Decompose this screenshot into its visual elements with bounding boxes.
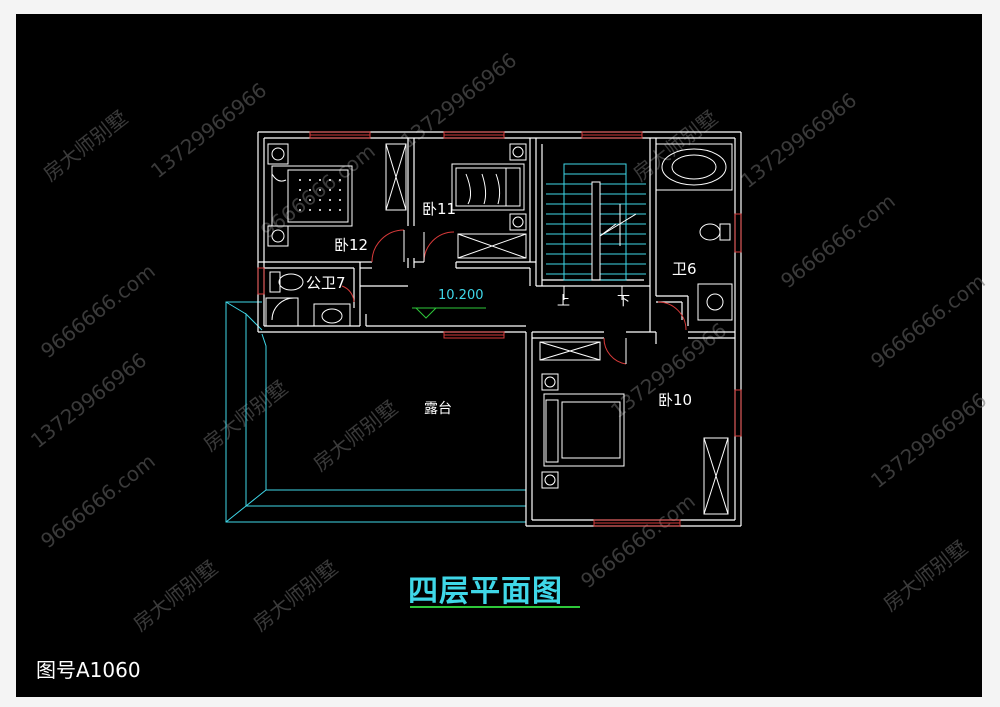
room-label-bedroom-11: 卧11 xyxy=(422,200,457,218)
bedroom-10-furniture xyxy=(539,341,729,515)
bedroom-11-furniture xyxy=(451,143,527,259)
title-underline xyxy=(410,606,580,608)
floor-plan-drawing xyxy=(225,131,742,527)
bath-7-fixtures xyxy=(265,271,351,327)
room-label-terrace: 露台 xyxy=(424,401,452,417)
drawing-code: 图号A1060 xyxy=(36,658,141,682)
room-label-bath-6: 卫6 xyxy=(672,260,697,278)
stair-up-label: 上 xyxy=(557,294,571,309)
room-label-public-bath-7: 公卫7 xyxy=(306,274,346,292)
drawing-title: 四层平面图 xyxy=(408,574,563,609)
bedroom-12-furniture xyxy=(267,143,407,247)
doors xyxy=(341,229,687,365)
stairs xyxy=(546,163,646,281)
bath-6-fixtures xyxy=(655,143,733,321)
bed-dots xyxy=(299,179,341,211)
room-label-bedroom-12: 卧12 xyxy=(334,236,369,254)
room-label-bedroom-10: 卧10 xyxy=(658,391,693,409)
windows xyxy=(257,131,742,527)
elevation-marker xyxy=(412,307,486,319)
terrace-outline xyxy=(225,301,526,523)
cad-canvas[interactable]: 房大师别墅 13729966966 9666666.com 1372996696… xyxy=(16,14,991,697)
elevation-label: 10.200 xyxy=(438,288,484,303)
stair-down-label: 下 xyxy=(617,294,631,309)
